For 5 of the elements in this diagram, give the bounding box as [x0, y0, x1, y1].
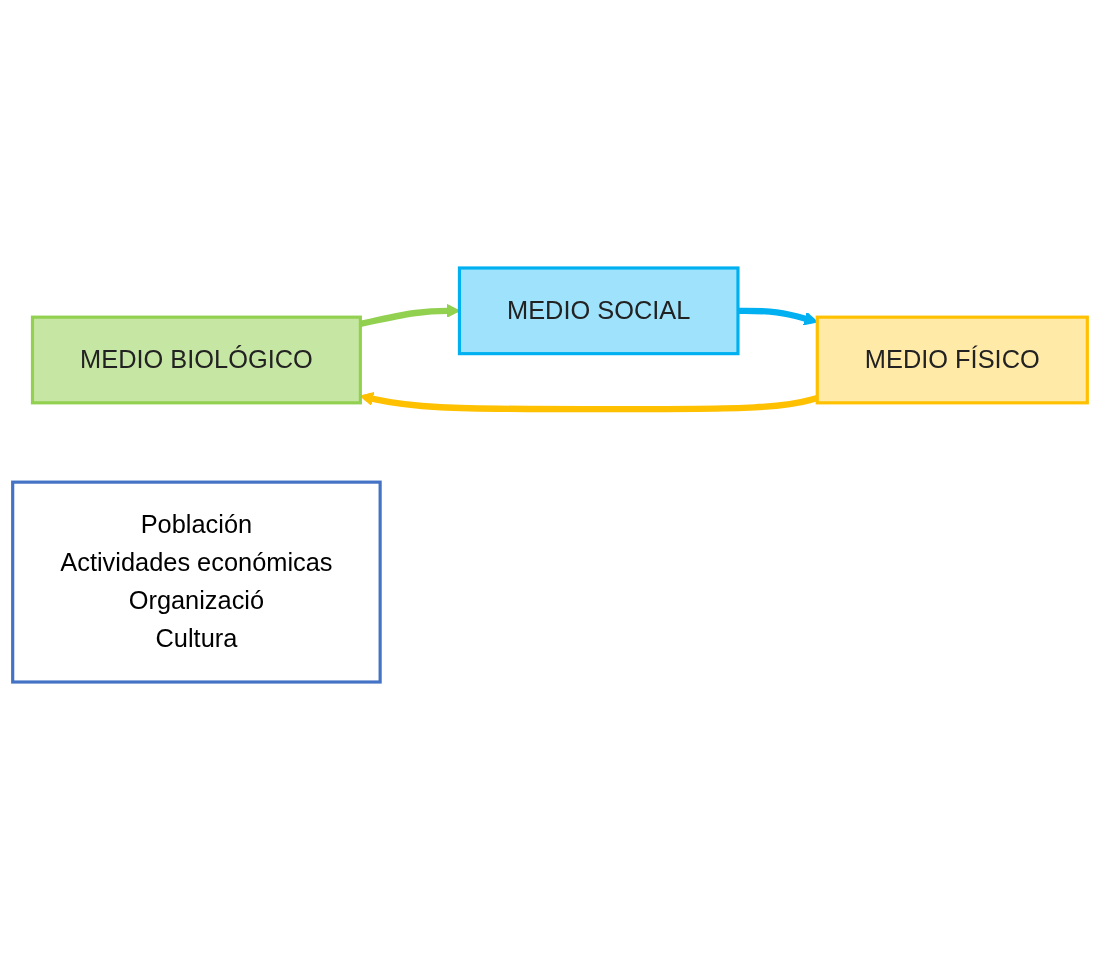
- node-box: Población Actividades económicas Organizació Cultura: [11, 480, 382, 684]
- node-box: MEDIO SOCIAL: [457, 266, 740, 356]
- node-box: MEDIO BIOLÓGICO: [30, 315, 362, 405]
- node-box: MEDIO FÍSICO: [815, 315, 1089, 405]
- arrow: [737, 307, 818, 326]
